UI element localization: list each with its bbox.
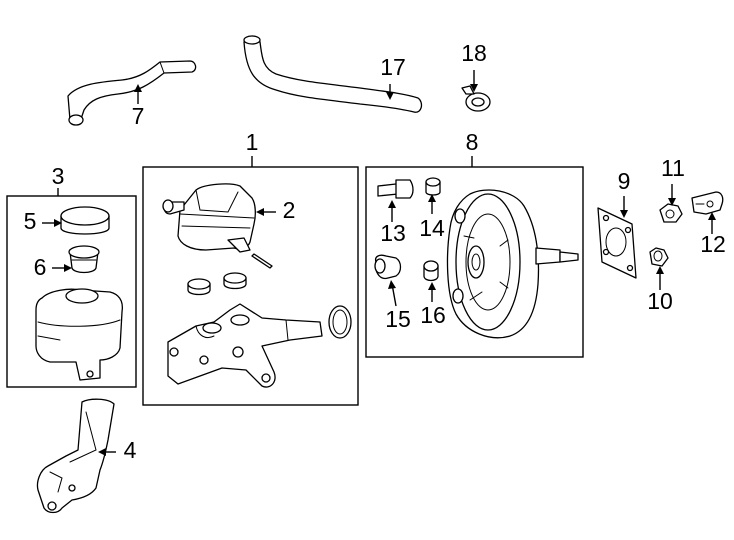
part-17-hose[interactable] [243,35,423,113]
callout-8: 8 [466,129,479,155]
part-3-reservoir-tank[interactable] [35,288,124,381]
callout-4: 4 [124,437,137,463]
part-11-nut[interactable] [659,203,683,223]
part-grommet-right[interactable] [223,272,247,290]
part-1-master-cylinder[interactable] [167,303,352,388]
part-12-bracket[interactable] [691,191,724,215]
callout-11: 11 [661,155,685,181]
callout-17: 17 [380,54,406,80]
callout-2: 2 [283,197,296,223]
part-5-reservoir-cap[interactable] [60,206,110,235]
part-16-grommet[interactable] [423,260,439,282]
part-8-brake-booster[interactable] [446,189,579,339]
callout-3: 3 [52,163,65,189]
callout-14: 14 [419,215,445,241]
part-6-strainer[interactable] [68,245,100,274]
leader-lines [42,70,716,456]
callout-5: 5 [24,208,37,234]
group-frame-reservoir [6,195,137,388]
callout-7: 7 [132,103,145,129]
part-13-stud[interactable] [377,179,414,199]
part-grommet-left[interactable] [187,278,211,296]
callout-1: 1 [246,129,259,155]
callout-15: 15 [385,306,411,332]
part-15-valve[interactable] [374,254,402,280]
group-frame-master-cylinder [142,166,359,406]
callout-6: 6 [34,254,47,280]
callout-13: 13 [380,220,406,246]
part-2-cylinder-reservoir[interactable] [162,183,256,253]
group-frame-brake-booster [365,166,584,358]
part-10-nut[interactable] [649,247,669,267]
part-18-clamp[interactable] [461,85,491,112]
part-4-bracket[interactable] [36,398,115,514]
part-7-hose[interactable] [67,60,197,126]
callout-16: 16 [420,302,446,328]
callout-10: 10 [647,288,673,314]
callout-9: 9 [618,168,631,194]
part-9-gasket[interactable] [597,207,637,279]
part-14-nut[interactable] [425,177,441,196]
part-pin[interactable] [251,253,273,269]
callout-18: 18 [461,40,487,66]
callout-12: 12 [700,231,726,257]
